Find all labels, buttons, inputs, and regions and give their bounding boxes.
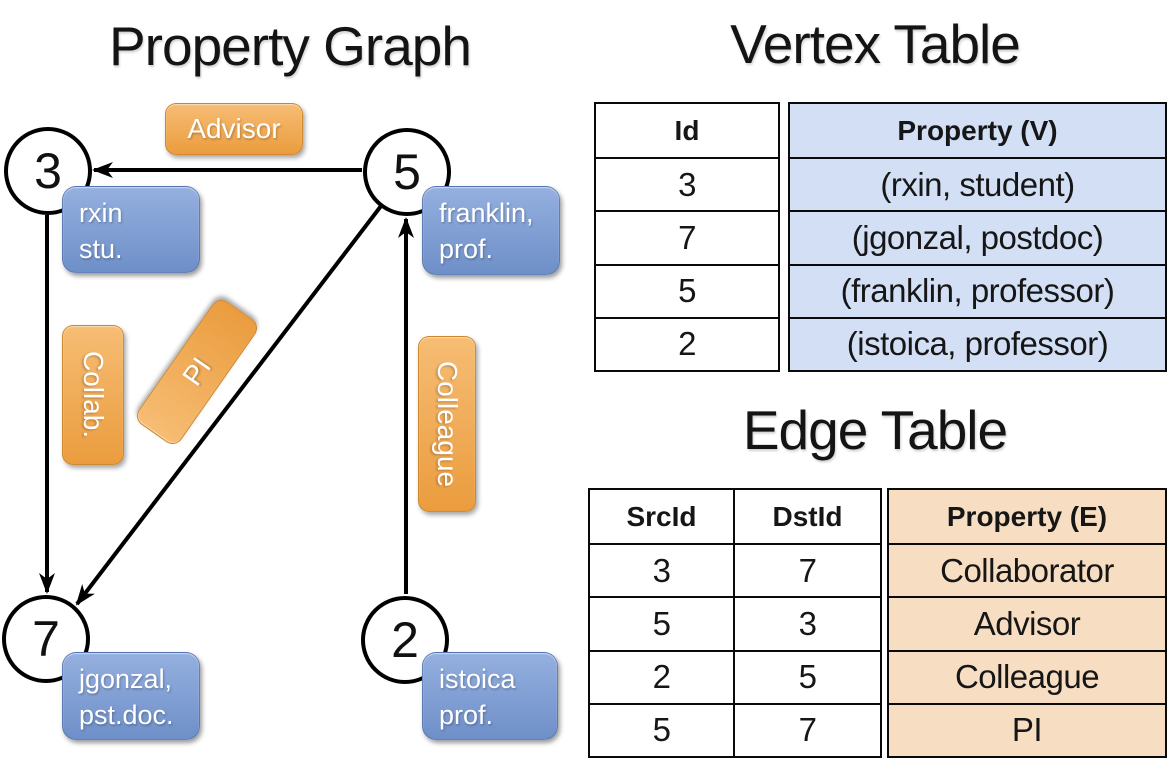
node-id-label: 7 [32, 611, 60, 667]
vertex-table-property-column: Property (V) (rxin, student) (jgonzal, p… [788, 102, 1167, 372]
edge-table-property-column: Property (E) Collaborator Advisor Collea… [887, 488, 1167, 758]
edge-table-srcid-cell: 5 [590, 702, 735, 756]
edge-line-pi [75, 204, 383, 606]
property-line: prof. [439, 700, 494, 731]
node-property-box-jgonzal: jgonzal, pst.doc. [62, 652, 200, 740]
edge-table-srcid-header: SrcId [590, 490, 735, 544]
vertex-table-id-cell: 7 [596, 210, 778, 263]
node-circle-2: 2 [361, 596, 449, 684]
property-graph-title: Property Graph [108, 15, 472, 77]
edge-table-srcid-cell: 2 [590, 649, 735, 703]
property-line: istoica [439, 664, 516, 694]
node-id-label: 2 [391, 612, 419, 668]
property-line: stu. [79, 234, 123, 265]
vertex-table-property-cell: (jgonzal, postdoc) [790, 210, 1165, 263]
edge-label-collab: Collab. [62, 325, 124, 465]
property-line: prof. [439, 234, 494, 265]
property-line: franklin, [439, 198, 534, 228]
property-line: rxin [79, 198, 123, 228]
edge-table-property-cell: PI [889, 702, 1165, 756]
edge-table-property-cell: Colleague [889, 649, 1165, 703]
node-id-label: 5 [393, 144, 421, 200]
edge-table-dstid-cell: 3 [735, 596, 880, 649]
vertex-table-property-cell: (franklin, professor) [790, 263, 1165, 317]
edge-table-srcid-cell: 5 [590, 596, 735, 650]
edge-table-property-cell: Advisor [889, 596, 1165, 649]
edge-label-advisor: Advisor [165, 103, 303, 155]
edge-table-id-columns: SrcId DstId 3 7 5 3 2 5 5 7 [588, 488, 882, 758]
vertex-table-id-column: Id 3 7 5 2 [594, 102, 780, 372]
node-property-box-franklin: franklin, prof. [422, 186, 560, 275]
node-property-box-rxin: rxin stu. [62, 186, 200, 273]
vertex-table-property-cell: (istoica, professor) [790, 316, 1165, 370]
edge-table-property-cell: Collaborator [889, 543, 1165, 596]
edge-table-dstid-cell: 7 [735, 702, 880, 756]
vertex-table-property-header: Property (V) [897, 114, 1058, 146]
edge-table-dstid-cell: 5 [735, 649, 880, 703]
edge-label-text: Collab. [78, 351, 109, 439]
edge-table-dstid-header: DstId [772, 500, 843, 532]
node-property-box-istoica: istoica prof. [422, 652, 558, 740]
vertex-table-id-cell: 2 [596, 316, 778, 370]
node-id-label: 3 [34, 143, 62, 199]
edge-table-property-header: Property (E) [946, 500, 1108, 532]
property-line: pst.doc. [79, 700, 174, 731]
vertex-table-id-header: Id [674, 114, 700, 146]
edge-table-dstid-cell: 7 [735, 543, 880, 596]
vertex-table-id-cell: 3 [596, 157, 778, 210]
edge-label-text: Advisor [187, 113, 281, 144]
edge-table-srcid-cell: 3 [590, 543, 735, 597]
edge-label-text: Colleague [432, 360, 463, 488]
edge-label-text: PI [176, 351, 217, 392]
vertex-table-id-cell: 5 [596, 263, 778, 317]
graph-edges-svg [39, 162, 414, 606]
vertex-table-property-cell: (rxin, student) [790, 157, 1165, 210]
property-line: jgonzal, [79, 664, 173, 694]
node-circle-5: 5 [363, 128, 451, 216]
edge-label-colleague: Colleague [418, 336, 476, 512]
edge-table-title: Edge Table [742, 399, 1008, 461]
vertex-table-title: Vertex Table [730, 13, 1021, 75]
